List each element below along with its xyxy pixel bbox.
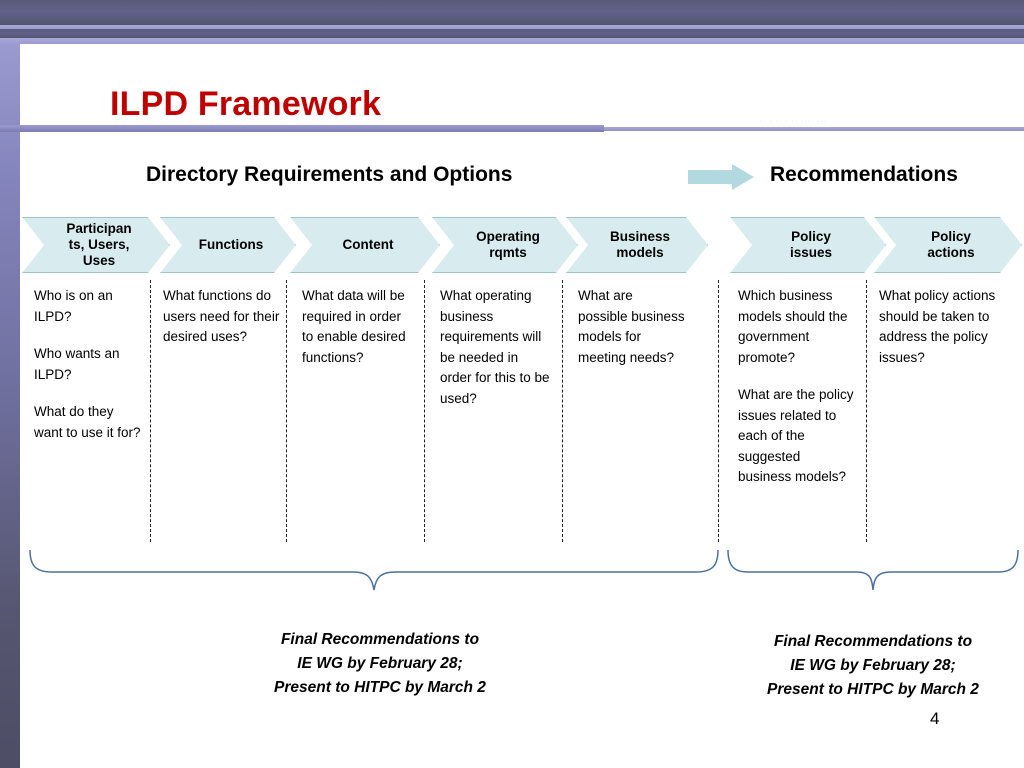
column-separator-6	[866, 280, 867, 542]
column-separator-2	[286, 280, 287, 542]
title-divider-left	[0, 125, 604, 132]
chevron-functions[interactable]: Functions	[160, 217, 296, 273]
brace-right	[727, 549, 1019, 591]
chevron-content[interactable]: Content	[290, 217, 440, 273]
header-band-upper-dark	[0, 0, 1024, 25]
column-text-participants: Who is on an ILPD?Who wants an ILPD?What…	[34, 288, 141, 440]
column-separator-4	[562, 280, 563, 542]
column-text-policy-actions: What policy actions should be taken to a…	[879, 288, 996, 365]
column-separator-1	[150, 280, 151, 542]
column-separator-3	[424, 280, 425, 542]
footer-note-right: Final Recommendations to IE WG by Februa…	[767, 633, 979, 699]
section-heading-recommendations: Recommendations	[770, 163, 958, 186]
title-divider-right	[604, 127, 1024, 131]
header-band-light-stripe	[0, 25, 1024, 29]
left-vertical-accent-rail	[0, 44, 20, 768]
divider-ghost-text: ·· · ·· · ·· ···· ···	[760, 118, 828, 125]
chevron-label-content: Content	[342, 237, 394, 253]
column-text-functions: What functions do users need for their d…	[163, 288, 280, 345]
column-text-policy-issues: Which business models should the governm…	[738, 288, 854, 485]
header-decoration-bands	[0, 0, 1024, 44]
page-title: ILPD Framework	[110, 84, 382, 123]
column-text-content: What data will be required in order to e…	[302, 288, 406, 365]
column-separator-5	[718, 280, 719, 542]
page-number: 4	[930, 709, 940, 728]
header-band-bottom-light	[0, 38, 1024, 44]
footer-note-left: Final Recommendations to IE WG by Februa…	[274, 631, 486, 697]
brace-left	[29, 549, 719, 591]
column-text-business-models: What are possible business models for me…	[578, 288, 685, 365]
right-arrow-icon	[688, 164, 754, 190]
chevron-label-functions: Functions	[198, 237, 264, 253]
header-band-lower-dark	[0, 29, 1024, 38]
section-heading-requirements: Directory Requirements and Options	[146, 163, 513, 186]
column-text-operating-rqmts: What operating business requirements wil…	[440, 288, 550, 406]
